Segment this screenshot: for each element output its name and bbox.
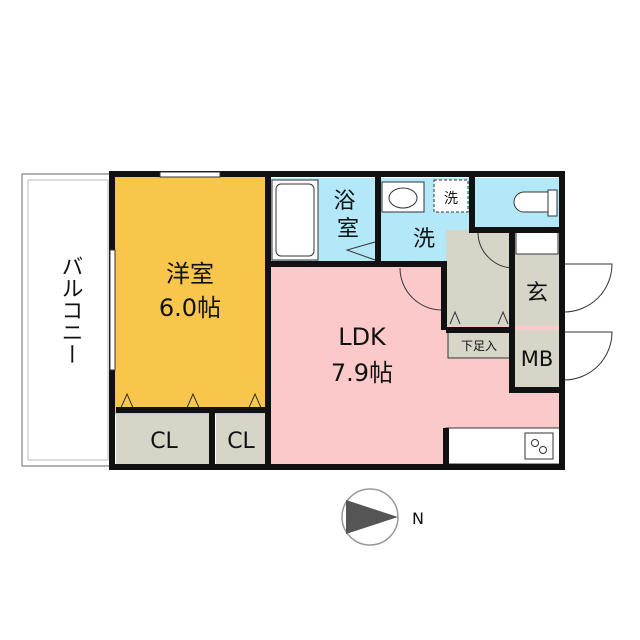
washer-label: 洗 — [444, 191, 458, 207]
closet-2 — [216, 414, 266, 464]
western-room-name: 洋室 — [166, 260, 214, 288]
balcony-inner — [27, 179, 109, 461]
sink-icon — [388, 187, 418, 209]
window-balcony — [109, 249, 116, 371]
door-swing — [399, 267, 443, 311]
closet-1-label: CL — [150, 429, 178, 454]
window — [159, 171, 221, 178]
entrance-label: 玄 — [526, 281, 548, 306]
bathtub-icon — [275, 183, 315, 257]
ldk-size: 7.9帖 — [331, 359, 393, 387]
compass-arrow-icon — [346, 500, 398, 534]
meter-box-label: MB — [521, 347, 554, 371]
compass-north-label: N — [412, 509, 424, 528]
shoe-box-label: 下足入 — [461, 339, 497, 353]
toilet-icon — [513, 191, 553, 213]
western-room-size: 6.0帖 — [159, 294, 221, 322]
stove-icon — [524, 432, 554, 460]
ldk-name: LDK — [338, 323, 387, 351]
closet-1 — [116, 414, 212, 464]
shoe-box — [447, 329, 511, 359]
bath-label-text-2: 室 — [337, 217, 359, 242]
bath-label-text: 浴 — [333, 189, 355, 214]
western-room — [114, 176, 268, 414]
balcony-area — [21, 173, 113, 467]
front-door[interactable] — [563, 263, 613, 313]
bath-label: 浴 室 — [333, 189, 362, 242]
meter-box — [514, 330, 560, 388]
washroom-label: 洗 — [413, 227, 435, 252]
washer-space — [433, 179, 469, 213]
closet-2-label: CL — [227, 429, 255, 454]
balcony-label: バルコニー — [58, 255, 83, 365]
